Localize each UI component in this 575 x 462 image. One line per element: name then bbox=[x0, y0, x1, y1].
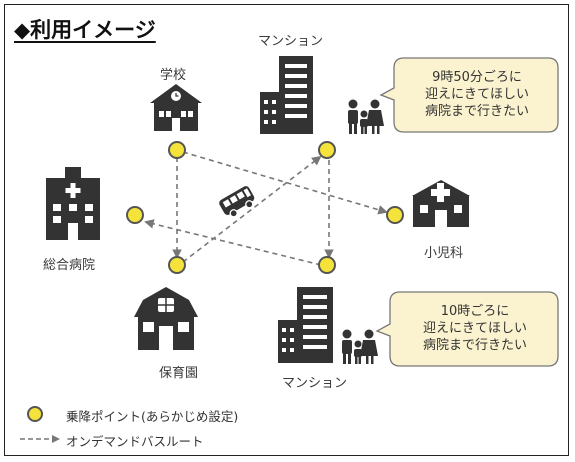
mansion-top-label: マンション bbox=[258, 34, 324, 49]
stop-points bbox=[27, 141, 404, 422]
pediatrics-icon bbox=[412, 180, 470, 227]
diagram-frame bbox=[4, 4, 569, 456]
legend-route-label: オンデマンドバスルート bbox=[66, 434, 204, 449]
pediatrics-label: 小児科 bbox=[424, 246, 464, 261]
nursery-icon bbox=[134, 287, 198, 350]
speech-bubble-bottom bbox=[375, 291, 559, 367]
mansion-top-icon bbox=[260, 56, 313, 134]
mansion-bottom-label: マンション bbox=[282, 376, 348, 391]
route-nursery-to-mansion bbox=[182, 155, 322, 263]
bubble-top-text: 9時50分ごろに 迎えにきてほしい 病院まで行きたい bbox=[424, 70, 529, 119]
route-mansion-to-hospital bbox=[144, 219, 322, 266]
stop-point-mansion-bottom bbox=[318, 256, 336, 274]
stop-point-mansion-top bbox=[318, 141, 336, 159]
nursery-label: 保育園 bbox=[159, 366, 199, 381]
legend-point-label: 乗降ポイント(あらかじめ設定) bbox=[66, 409, 239, 424]
mansion-bottom-icon bbox=[278, 287, 333, 363]
family-bottom-icon bbox=[342, 329, 378, 364]
bus-icon bbox=[219, 186, 255, 218]
legend-route-arrowhead bbox=[52, 435, 60, 443]
school-label: 学校 bbox=[160, 68, 187, 83]
stop-point-general-hospital bbox=[126, 206, 144, 224]
page-title: ◆利用イメージ bbox=[14, 18, 156, 42]
speech-bubble-top bbox=[379, 57, 559, 133]
family-top-icon bbox=[348, 99, 384, 134]
stop-point-nursery bbox=[168, 256, 186, 274]
stop-point-pediatrics bbox=[386, 206, 404, 224]
legend-point-icon bbox=[27, 406, 43, 422]
school-icon bbox=[150, 84, 202, 131]
stop-point-school bbox=[168, 141, 186, 159]
general-hospital-label: 総合病院 bbox=[43, 258, 96, 273]
route-school-to-pediatrics bbox=[182, 151, 388, 215]
bubble-bottom-text: 10時ごろに 迎えにきてほしい 病院まで行きたい bbox=[422, 304, 527, 353]
bus-routes bbox=[144, 151, 388, 266]
general-hospital-icon bbox=[46, 167, 100, 240]
